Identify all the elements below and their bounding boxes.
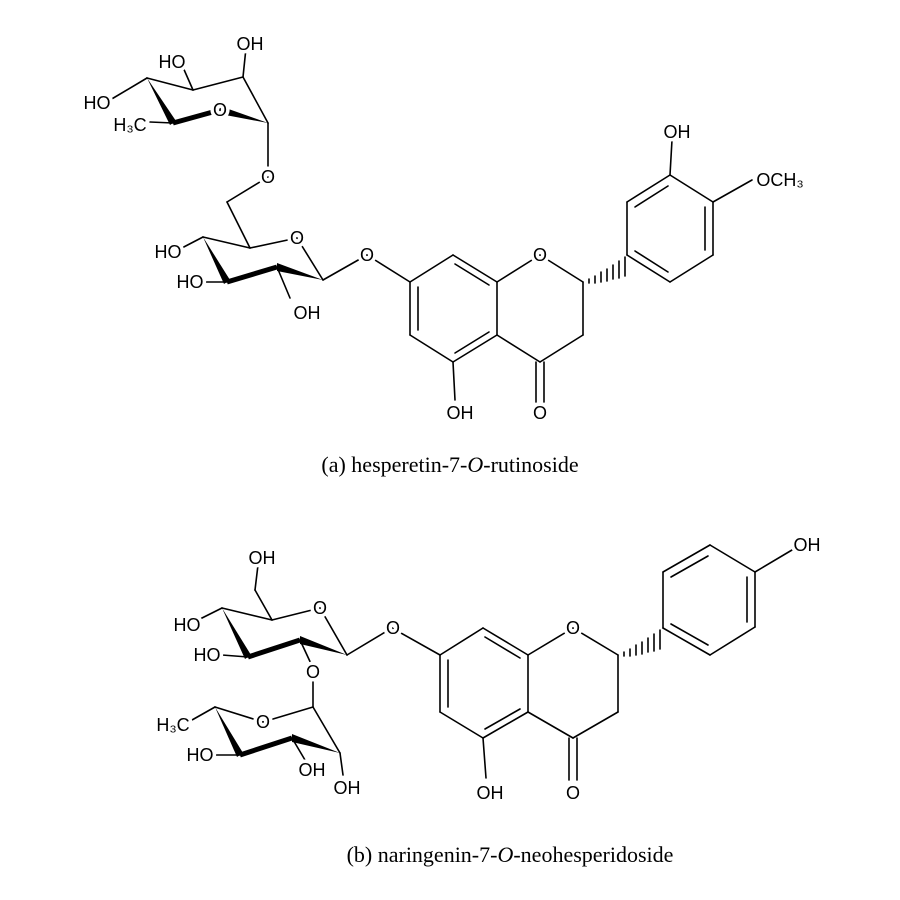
- label-ring-oxygen: O: [256, 712, 270, 732]
- label-methoxy: OCH₃: [756, 170, 803, 190]
- hashed-bond: [588, 256, 626, 284]
- molecule-a-hesperetin-rutinoside: OH HO HO H₃C O O O HO HO OH O O OH O OH …: [80, 31, 807, 478]
- glucose-ring-a: [177, 236, 411, 299]
- label-ring-oxygen: O: [313, 598, 327, 618]
- atom-labels-b: OH O HO HO O O H₃C HO OH OH O O OH O OH: [153, 532, 824, 807]
- label-ho: HO: [155, 242, 182, 262]
- label-oh: OH: [334, 778, 361, 798]
- label-methyl: H₃C: [156, 715, 189, 735]
- molecule-b-naringenin-neohesperidoside: OH O HO HO O O H₃C HO OH OH O O OH O OH …: [153, 532, 824, 868]
- label-ho: HO: [194, 645, 221, 665]
- label-ho: HO: [187, 745, 214, 765]
- label-oh: OH: [299, 760, 326, 780]
- caption-b: (b) naringenin-7-O-neohesperidoside: [347, 842, 674, 867]
- label-oh: OH: [794, 535, 821, 555]
- caption-a: (a) hesperetin-7-O-rutinoside: [321, 452, 578, 477]
- label-ring-oxygen: O: [213, 100, 227, 120]
- label-oh: OH: [664, 122, 691, 142]
- label-ho: HO: [177, 272, 204, 292]
- label-carbonyl-oxygen: O: [566, 783, 580, 803]
- label-carbonyl-oxygen: O: [533, 403, 547, 423]
- label-ring-oxygen: O: [533, 245, 547, 265]
- label-ring-oxygen: O: [566, 618, 580, 638]
- label-oxygen: O: [306, 662, 320, 682]
- label-ring-oxygen: O: [290, 228, 304, 248]
- label-oh: OH: [447, 403, 474, 423]
- hashed-bond: [623, 629, 661, 657]
- atom-labels-a: OH HO HO H₃C O O O HO HO OH O O OH O OH …: [80, 31, 807, 427]
- label-oxygen: O: [360, 245, 374, 265]
- flavanone-core-b: [439, 544, 793, 781]
- label-methyl: H₃C: [113, 115, 146, 135]
- glucose-ring-b: [197, 564, 441, 708]
- label-oh: OH: [477, 783, 504, 803]
- label-oh: OH: [294, 303, 321, 323]
- label-oxygen: O: [261, 167, 275, 187]
- flavanone-core-a: [409, 139, 753, 403]
- label-oh: OH: [249, 548, 276, 568]
- rhamnose-ring-b: [191, 706, 344, 776]
- label-oh: OH: [237, 34, 264, 54]
- label-ho: HO: [84, 93, 111, 113]
- label-ho: HO: [159, 52, 186, 72]
- rhamnose-ring-a: [109, 47, 269, 249]
- label-ho: HO: [174, 615, 201, 635]
- label-oxygen: O: [386, 618, 400, 638]
